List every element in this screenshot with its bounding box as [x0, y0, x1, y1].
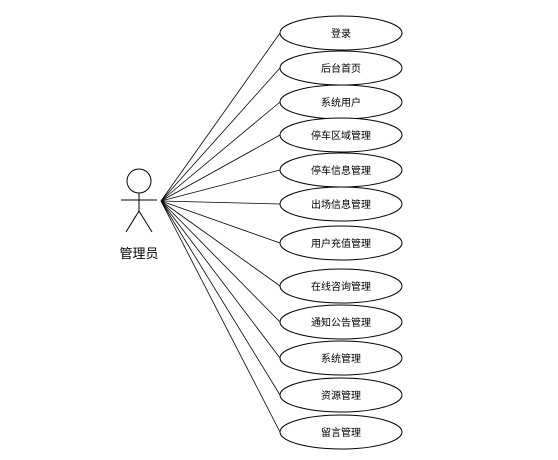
- association-line: [160, 200, 281, 205]
- association-line: [160, 169, 281, 202]
- use-case: 停车区域管理: [279, 117, 403, 153]
- association-line: [160, 67, 281, 202]
- use-case: 登录: [279, 15, 403, 51]
- association-line: [160, 200, 281, 244]
- use-case: 通知公告管理: [279, 304, 403, 340]
- association-line: [160, 200, 281, 287]
- use-case-label: 后台首页: [321, 62, 361, 75]
- use-case: 资源管理: [279, 377, 403, 413]
- association-line: [160, 200, 281, 396]
- use-case: 在线咨询管理: [279, 268, 403, 304]
- use-case-ellipse: [279, 15, 403, 51]
- use-case-ellipse: [279, 225, 403, 261]
- association-line: [160, 134, 281, 202]
- use-case-label: 在线咨询管理: [311, 280, 371, 293]
- use-cases: 登录后台首页系统用户停车区域管理停车信息管理出场信息管理用户充值管理在线咨询管理…: [279, 15, 403, 450]
- use-case-ellipse: [279, 117, 403, 153]
- use-case-label: 留言管理: [321, 426, 361, 439]
- association-line: [160, 200, 281, 359]
- actor-admin: 管理员: [119, 168, 159, 262]
- association-line: [160, 200, 281, 433]
- use-case-label: 停车区域管理: [311, 129, 371, 142]
- use-case: 系统管理: [279, 340, 403, 376]
- actor-right-leg: [138, 210, 153, 233]
- use-case-ellipse: [279, 186, 403, 222]
- use-case: 停车信息管理: [279, 152, 403, 188]
- association-line: [160, 200, 281, 323]
- use-case-label: 登录: [331, 27, 351, 40]
- use-case-label: 通知公告管理: [311, 316, 371, 329]
- use-case-label: 系统管理: [321, 352, 361, 365]
- use-case-ellipse: [279, 414, 403, 450]
- use-case: 出场信息管理: [279, 186, 403, 222]
- use-case-label: 停车信息管理: [311, 164, 371, 177]
- use-case-label: 系统用户: [321, 96, 361, 109]
- use-case-label: 资源管理: [321, 389, 361, 402]
- use-case-ellipse: [279, 268, 403, 304]
- actor-left-leg: [125, 210, 140, 233]
- actor-head: [126, 168, 152, 194]
- use-case-label: 出场信息管理: [311, 198, 371, 211]
- use-case-ellipse: [279, 377, 403, 413]
- use-case-ellipse: [279, 304, 403, 340]
- use-case: 用户充值管理: [279, 225, 403, 261]
- use-case: 后台首页: [279, 50, 403, 86]
- actor-label: 管理员: [119, 247, 158, 262]
- use-case-label: 用户充值管理: [311, 237, 371, 250]
- associations: [160, 32, 281, 433]
- association-line: [160, 32, 281, 202]
- use-case-ellipse: [279, 340, 403, 376]
- association-line: [160, 101, 281, 202]
- use-case: 系统用户: [279, 84, 403, 120]
- use-case: 留言管理: [279, 414, 403, 450]
